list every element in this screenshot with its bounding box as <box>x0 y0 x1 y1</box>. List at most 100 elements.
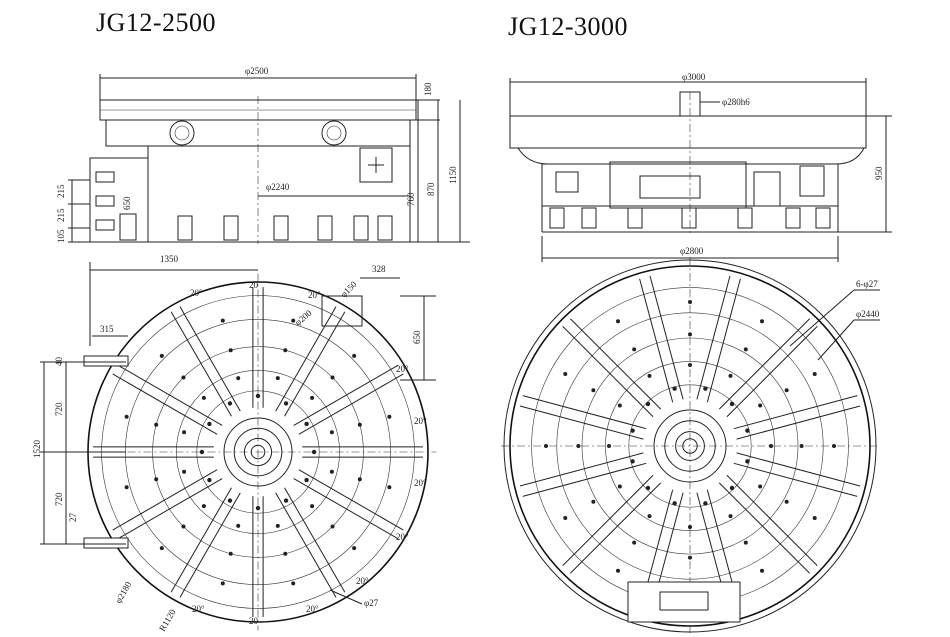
left-plan-hole <box>124 414 129 419</box>
right-plan-t-slot <box>522 462 647 497</box>
right-plan-t-slot <box>706 278 741 403</box>
right-plan-t-slot <box>649 275 684 400</box>
right-plan-hole <box>760 568 764 573</box>
right-plan-t-slot <box>718 318 810 410</box>
left-plan-hole <box>181 375 186 380</box>
right-plan-t-slot <box>522 395 647 430</box>
left-plan-hole <box>329 430 334 435</box>
left-plan-bracket-top <box>83 355 129 367</box>
left-plan-hole <box>255 505 261 511</box>
left-plan-hole <box>227 401 233 406</box>
right-plan-hole <box>576 444 581 448</box>
right-plan-t-slot <box>726 326 818 418</box>
left-plan-hole <box>283 401 289 406</box>
right-plan-t-slot <box>726 474 818 566</box>
dim-h-40: 40 <box>54 357 64 367</box>
left-plan-t-slot <box>117 478 223 540</box>
dim-dia-2240: φ2240 <box>266 182 290 192</box>
left-plan-hole <box>227 498 233 503</box>
right-plan-hole <box>617 484 622 489</box>
left-plan-hole <box>236 376 241 381</box>
left-plan-hole <box>275 523 280 528</box>
dim-h-1520: 1520 <box>32 440 42 459</box>
right-plan-hole <box>745 428 750 433</box>
left-plan-hole <box>283 498 289 503</box>
left-plan-hole <box>201 504 206 509</box>
right-plan-hole <box>758 403 763 408</box>
slot-width-bottom: 20 <box>249 616 259 626</box>
right-plan-hole <box>591 499 596 504</box>
right-plan-hole <box>812 516 817 520</box>
right-plan-hole <box>617 403 622 408</box>
right-plan-hole <box>728 373 733 378</box>
dim-h-180: 180 <box>423 82 433 96</box>
right-plan-t-slot <box>562 326 654 418</box>
dim-dia-2440: φ2440 <box>856 309 880 319</box>
model-title-right: JG12-3000 <box>508 12 629 41</box>
left-plan-hole <box>207 477 212 483</box>
left-plan-t-slot <box>275 492 337 598</box>
dim-dia-2500: φ2500 <box>245 66 269 76</box>
dim-h-870: 870 <box>426 182 436 196</box>
left-plan-hole <box>304 477 309 483</box>
right-plan-hole <box>647 373 652 378</box>
angle-label-5: 20° <box>414 478 427 488</box>
left-plan-hole <box>352 546 357 551</box>
left-plan-t-slot <box>170 487 232 593</box>
left-plan-t-slot <box>284 487 346 593</box>
right-plan-t-slot <box>570 482 662 574</box>
dim-bore-280h6: φ280h6 <box>722 97 750 107</box>
right-plan-hole <box>616 319 620 324</box>
left-plan-hole <box>236 523 241 528</box>
right-plan-hole <box>743 347 748 352</box>
left-plan-t-slot <box>179 306 241 412</box>
plan-view-left: 1350 328 315 650 1520 40 720 720 27 φ150… <box>32 254 437 633</box>
right-plan-hole <box>729 401 735 407</box>
left-plan-hole <box>311 449 317 455</box>
right-plan-t-slot <box>570 318 662 410</box>
right-plan-hole <box>647 514 652 519</box>
right-plan-t-slot <box>696 275 731 400</box>
right-plan-hole <box>784 388 789 393</box>
left-plan-hole <box>330 375 335 380</box>
slot-width-top: 20 <box>249 280 259 290</box>
right-plan-hole <box>630 428 635 433</box>
left-plan-t-slot <box>298 469 404 531</box>
left-plan-t-slot <box>275 306 337 412</box>
right-plan-hole <box>745 459 750 464</box>
right-plan-t-slot <box>639 278 674 403</box>
dim-h-950: 950 <box>874 166 884 180</box>
left-plan-hole <box>154 422 159 427</box>
right-plan-hole <box>616 568 620 573</box>
left-plan-hole <box>283 551 288 556</box>
left-plan-hole <box>275 376 280 381</box>
elevation-view-right: φ3000 φ280h6 φ28 <box>509 72 892 262</box>
left-plan-hole <box>283 348 288 353</box>
right-plan-hole <box>672 386 677 391</box>
right-plan-hole <box>729 485 735 491</box>
left-plan-hole <box>182 430 187 435</box>
angle-label-6: 20° <box>396 532 409 542</box>
plan-geometry-right <box>501 257 879 635</box>
right-plan-hole <box>688 332 692 337</box>
right-plan-outer-edge <box>503 259 877 633</box>
dim-h-650: 650 <box>122 196 132 210</box>
right-plan-hole <box>728 514 733 519</box>
left-plan-hole <box>255 393 261 399</box>
dim-w-328: 328 <box>372 264 386 274</box>
hole-callout-6-dia-27: 6-φ27 <box>856 279 878 289</box>
right-plan-hole <box>632 347 637 352</box>
left-plan-hole <box>228 551 233 556</box>
dim-dia-200: φ200 <box>293 308 314 328</box>
left-plan-t-slot <box>117 364 223 426</box>
right-plan-hole <box>630 459 635 464</box>
right-plan-t-slot <box>519 405 644 440</box>
elevation-view-left: φ2500 φ2240 <box>56 66 470 244</box>
dim-h-105: 105 <box>56 229 66 243</box>
left-plan-hub-ring <box>233 427 283 477</box>
dim-h-215-bottom: 215 <box>56 208 66 222</box>
right-plan-t-slot <box>733 462 858 497</box>
left-plan-hole <box>124 485 129 490</box>
